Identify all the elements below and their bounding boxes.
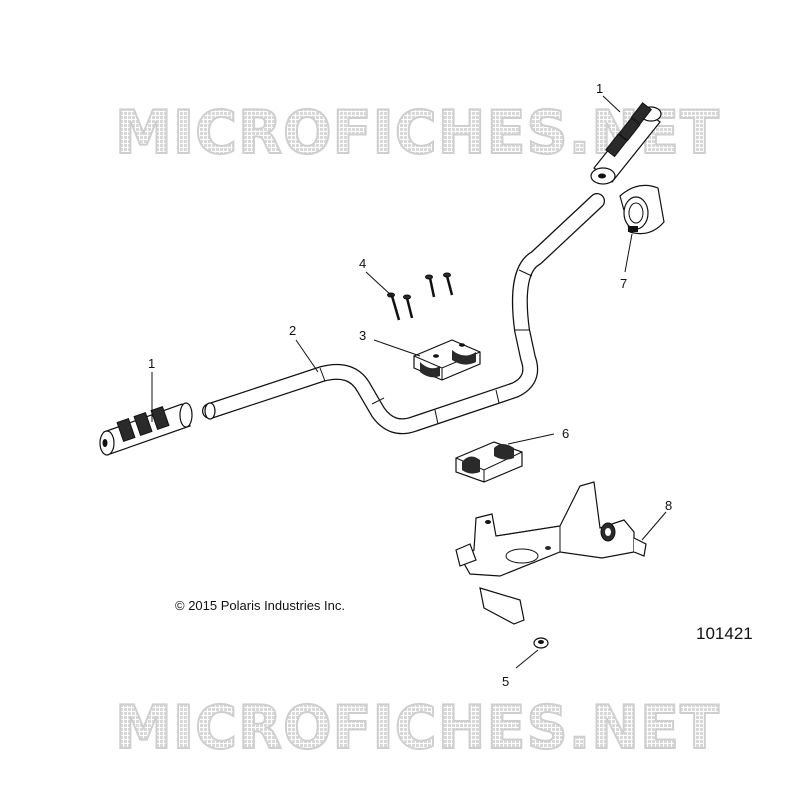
diagram-id: 101421	[696, 624, 753, 643]
callout-lower-clamp: 6	[562, 426, 569, 441]
lower-clamp	[455, 441, 523, 483]
callout-end-cap: 7	[620, 276, 627, 291]
grip-left	[99, 402, 193, 456]
upper-clamp	[413, 339, 481, 381]
nut	[533, 637, 549, 649]
watermark-bottom: MICROFICHES.NET	[115, 693, 720, 763]
grip-right	[590, 102, 662, 185]
mounting-bracket	[455, 481, 647, 625]
callout-handlebar: 2	[289, 323, 296, 338]
callout-grip-right: 1	[596, 81, 603, 96]
clamp-bolts	[387, 272, 454, 321]
callout-grip-left: 1	[148, 356, 155, 371]
callout-bracket: 8	[665, 498, 672, 513]
end-cap	[619, 184, 665, 235]
callout-nut: 5	[502, 674, 509, 689]
callout-upper-clamp: 3	[359, 328, 366, 343]
copyright-text: © 2015 Polaris Industries Inc.	[175, 598, 345, 613]
leader-lines	[151, 95, 667, 669]
handlebar	[202, 193, 605, 435]
callout-bolts: 4	[359, 256, 366, 271]
